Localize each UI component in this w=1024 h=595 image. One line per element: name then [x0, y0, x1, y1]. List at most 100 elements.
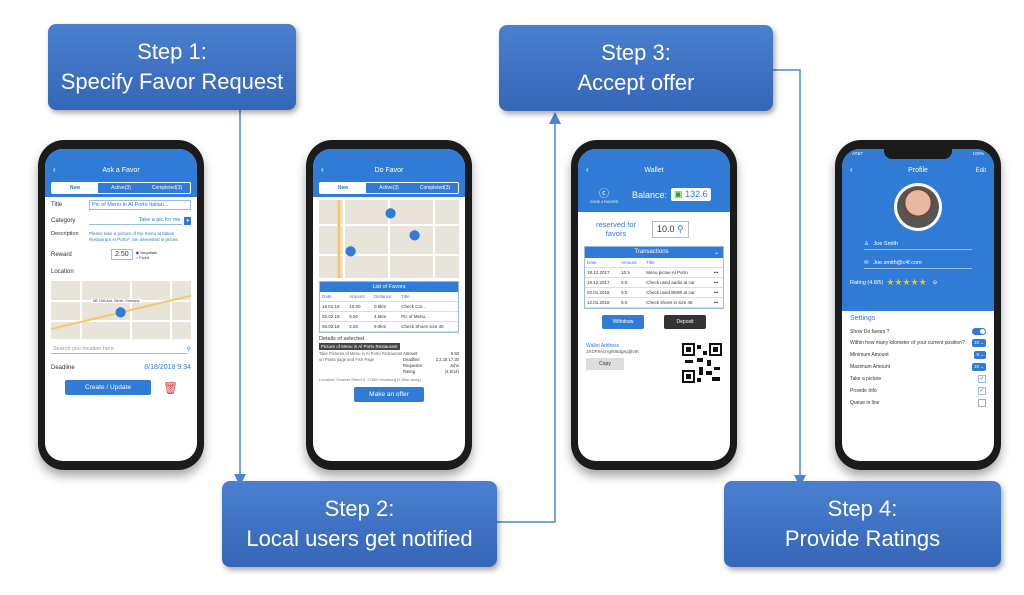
transactions-title: Transactions — [634, 249, 669, 255]
ask-tabs: New Active(3) Completed(3) — [51, 182, 191, 194]
settings-title: Settings — [850, 315, 876, 322]
wallet-address-label: Wallet Address — [586, 343, 620, 349]
description-label: Description — [51, 231, 79, 237]
reserved-input[interactable]: 10.0 ⚲ — [652, 220, 689, 238]
setting-label: Queue in line — [850, 400, 880, 406]
negotiate-label: Negotiate — [140, 249, 158, 255]
back-icon[interactable]: ‹ — [321, 165, 324, 174]
location-map[interactable]: NE 15th Ave, Berlin, Germany ⬤ — [51, 281, 191, 339]
back-icon[interactable]: ‹ — [586, 165, 589, 174]
profile-title: Profile — [908, 167, 928, 174]
favors-map[interactable]: ⬤ ⬤ ⬤ — [319, 200, 459, 278]
balance-value: ▣ 132.6 — [671, 188, 711, 201]
wallet-header: ‹ Wallet — [578, 149, 730, 179]
provide-info-checkbox[interactable]: ✓ — [978, 387, 986, 395]
map-pin-icon[interactable]: ⬤ — [345, 246, 357, 257]
take-picture-checkbox[interactable]: ✓ — [978, 375, 986, 383]
arrow-step2-to-step3 — [497, 112, 561, 523]
fixed-label: Fixed — [139, 254, 149, 260]
make-offer-button[interactable]: Make an offer — [354, 387, 424, 402]
step-1-number: Step 1: — [137, 39, 207, 64]
edit-link[interactable]: Edit — [975, 168, 986, 174]
deposit-button[interactable]: Deposit — [664, 315, 706, 329]
max-amount-select[interactable]: 10 ⌄ — [971, 363, 986, 371]
tab-new[interactable]: New — [52, 183, 98, 193]
chevron-down-icon[interactable]: ▾ — [184, 216, 191, 225]
money-icon: ▣ — [674, 189, 683, 199]
trash-icon[interactable]: 🗑 — [163, 380, 179, 395]
map-pin-icon: ⬤ — [115, 307, 127, 318]
map-pin-icon[interactable]: ⬤ — [409, 230, 421, 241]
withdraw-button[interactable]: Withdraw — [602, 315, 644, 329]
tab-completed[interactable]: Completed(3) — [412, 183, 458, 193]
queue-checkbox[interactable] — [978, 399, 986, 407]
wallet-address-value: 3XDF8AcHg808dgKjdjh4K — [586, 349, 640, 354]
location-text: Location: Chainel Street 5, 27890 Hambur… — [319, 377, 422, 382]
more-icon[interactable]: ••• — [711, 277, 723, 288]
description-input[interactable]: Please take a picture of the menu at Ita… — [89, 231, 179, 242]
rating-label: Rating (4.8/5) — [850, 279, 884, 286]
profile-name: Joe Smith — [873, 241, 898, 247]
more-icon[interactable]: ••• — [711, 297, 723, 308]
more-icon[interactable]: ••• — [711, 267, 723, 278]
search-icon[interactable]: ⚲ — [677, 223, 684, 234]
ask-header: ‹ Ask a Favor — [45, 149, 197, 179]
step-4-number: Step 4: — [827, 496, 898, 521]
fixed-radio[interactable]: ○ — [135, 254, 140, 260]
do-tabs: New Active(3) Completed(3) — [319, 182, 459, 194]
reward-input[interactable]: 2.50 — [111, 249, 133, 260]
selected-title: Picture of Menu in Al Porto Restaurant — [319, 343, 400, 350]
map-pin-icon[interactable]: ⬤ — [385, 208, 397, 219]
show-favors-toggle[interactable] — [972, 328, 986, 335]
category-select[interactable]: Take a pic for me — [89, 216, 183, 225]
title-input[interactable]: Pic of Menu in Al Porto Italian... — [89, 200, 191, 210]
tab-new[interactable]: New — [320, 183, 366, 193]
step-3-box: Step 3: Accept offer — [499, 25, 773, 111]
reserved-label: reserved for favors — [595, 220, 637, 238]
step-2-label: Local users get notified — [246, 526, 473, 551]
step-1-box: Step 1: Specify Favor Request — [48, 24, 296, 110]
tab-completed[interactable]: Completed(3) — [144, 183, 190, 193]
reward-label: Reward — [51, 251, 72, 258]
min-amount-select[interactable]: 5 ⌄ — [974, 351, 986, 359]
tab-active[interactable]: Active(3) — [366, 183, 412, 193]
setting-label: Take a picture — [850, 376, 882, 382]
setting-label: Show Do favors ? — [850, 328, 890, 335]
deadline-value[interactable]: 8/18/2018 9:34 — [144, 364, 191, 371]
logo-text: CONE 4 FAVORS — [590, 200, 618, 204]
search-icon[interactable]: ⚲ — [186, 347, 191, 353]
title-label: Title — [51, 202, 63, 208]
tab-active[interactable]: Active(3) — [98, 183, 144, 193]
km-select[interactable]: 10 ⌄ — [971, 339, 986, 347]
selected-description: Take Pictures of Menu in Al Porto Restau… — [319, 351, 403, 362]
location-search-input[interactable]: Search you location here — [51, 345, 187, 354]
more-icon[interactable]: ••• — [711, 287, 723, 298]
carrier: AT&T — [852, 151, 864, 156]
back-icon[interactable]: ‹ — [850, 165, 853, 174]
favors-list-title: List of Favors — [320, 282, 458, 292]
chevron-down-icon[interactable]: ⌄ — [713, 250, 719, 256]
back-icon[interactable]: ‹ — [53, 165, 56, 174]
negotiate-radio[interactable]: ◉ — [135, 249, 141, 255]
mail-icon: ✉ — [864, 260, 869, 266]
do-title: Do Favor — [374, 167, 404, 174]
create-update-button[interactable]: Create / Update — [65, 380, 151, 395]
copy-button[interactable]: Copy — [586, 358, 624, 370]
profile-email: Joe.smith@c4f.com — [873, 260, 922, 266]
minus-circle-icon[interactable]: ⊖ — [932, 279, 938, 286]
